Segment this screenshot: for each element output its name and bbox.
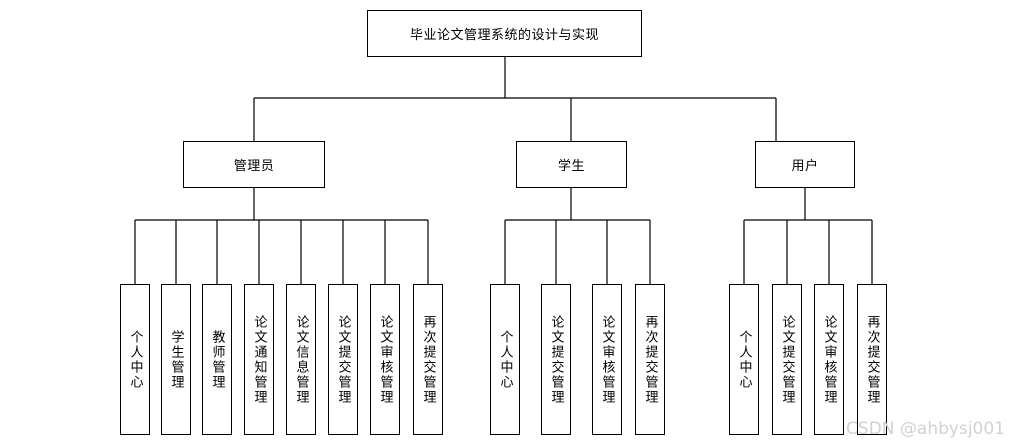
root-label: 毕业论文管理系统的设计与实现 <box>409 28 599 43</box>
leaf-node: 论文提交管理 <box>328 284 358 435</box>
leaf-node: 教师管理 <box>202 284 232 435</box>
leaf-label: 论文通知管理 <box>251 314 267 405</box>
leaf-label: 论文提交管理 <box>548 314 564 405</box>
leaf-label: 再次提交管理 <box>642 314 658 405</box>
leaf-label: 再次提交管理 <box>420 314 436 405</box>
leaf-node: 个人中心 <box>490 284 520 435</box>
leaf-node: 论文审核管理 <box>370 284 400 435</box>
leaf-label: 再次提交管理 <box>864 314 880 405</box>
leaf-node: 论文信息管理 <box>286 284 316 435</box>
leaf-label: 论文审核管理 <box>821 314 837 405</box>
leaf-node: 学生管理 <box>161 284 191 435</box>
leaf-node: 论文通知管理 <box>244 284 274 435</box>
leaf-label: 论文信息管理 <box>293 314 309 405</box>
root-node: 毕业论文管理系统的设计与实现 <box>367 10 642 57</box>
group-label: 管理员 <box>233 159 275 174</box>
leaf-node: 个人中心 <box>729 284 759 435</box>
leaf-label: 论文提交管理 <box>779 314 795 405</box>
leaf-node: 个人中心 <box>120 284 150 435</box>
leaf-label: 教师管理 <box>209 329 225 390</box>
leaf-label: 个人中心 <box>497 329 513 390</box>
leaf-node: 论文审核管理 <box>814 284 844 435</box>
leaf-label: 学生管理 <box>168 329 184 390</box>
leaf-label: 论文提交管理 <box>335 314 351 405</box>
leaf-node: 论文审核管理 <box>592 284 622 435</box>
leaf-label: 个人中心 <box>127 329 143 390</box>
leaf-node: 论文提交管理 <box>541 284 571 435</box>
leaf-node: 论文提交管理 <box>772 284 802 435</box>
watermark: CSDN @ahbysj001 <box>846 419 1005 439</box>
leaf-node: 再次提交管理 <box>857 284 887 435</box>
leaf-node: 再次提交管理 <box>413 284 443 435</box>
group-label: 用户 <box>791 159 819 174</box>
group-label: 学生 <box>557 159 585 174</box>
group-node-student: 学生 <box>516 141 627 188</box>
group-node-admin: 管理员 <box>183 141 325 188</box>
leaf-label: 个人中心 <box>736 329 752 390</box>
leaf-label: 论文审核管理 <box>377 314 393 405</box>
group-node-user: 用户 <box>755 141 855 188</box>
leaf-node: 再次提交管理 <box>635 284 665 435</box>
leaf-label: 论文审核管理 <box>599 314 615 405</box>
